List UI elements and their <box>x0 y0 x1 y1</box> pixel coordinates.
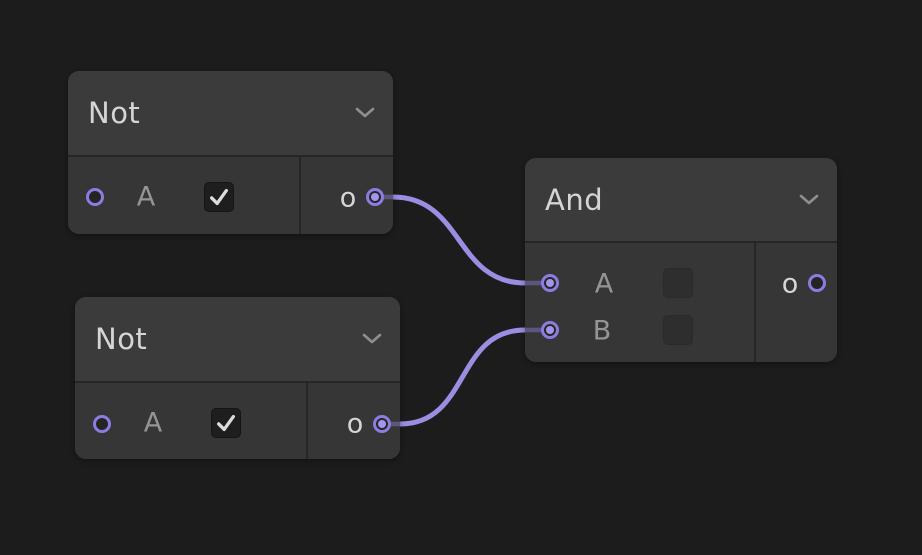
node-not-2[interactable]: Not A o <box>75 297 400 459</box>
port-and-output-o[interactable] <box>808 274 826 292</box>
port-not1-output-o[interactable] <box>366 188 384 206</box>
port-not2-output-o[interactable] <box>373 415 391 433</box>
output-label-o: o <box>339 182 357 214</box>
node-not-2-body: A o <box>75 383 400 459</box>
node-not-1-body: A o <box>68 157 393 234</box>
port-and-input-b[interactable] <box>541 321 559 339</box>
checkbox-input-a[interactable] <box>204 182 234 212</box>
port-and-input-a[interactable] <box>541 274 559 292</box>
node-not-2-header[interactable]: Not <box>75 297 400 383</box>
node-and-1-header[interactable]: And <box>525 158 837 243</box>
output-label-o: o <box>346 408 364 440</box>
port-not2-input-a[interactable] <box>93 415 111 433</box>
body-divider <box>306 383 308 459</box>
node-not-1-header[interactable]: Not <box>68 71 393 157</box>
wire-not2-to-andB[interactable] <box>397 327 528 427</box>
node-not-1[interactable]: Not A o <box>68 71 393 234</box>
checkmark-icon <box>210 188 228 206</box>
input-label-a: A <box>143 407 163 439</box>
chevron-down-icon[interactable] <box>355 107 375 119</box>
body-divider <box>754 243 756 362</box>
port-not1-input-a[interactable] <box>86 188 104 206</box>
body-divider <box>299 157 301 234</box>
checkbox-input-b-disabled <box>663 315 693 345</box>
input-label-b: B <box>592 315 612 347</box>
input-label-a: A <box>136 181 156 213</box>
node-and-1-body: A B o <box>525 243 837 362</box>
node-title: Not <box>95 322 148 356</box>
chevron-down-icon[interactable] <box>362 333 382 345</box>
input-label-a: A <box>594 268 614 300</box>
checkbox-input-a[interactable] <box>211 408 241 438</box>
node-title: And <box>545 182 604 217</box>
checkbox-input-a-disabled <box>663 268 693 298</box>
chevron-down-icon[interactable] <box>799 194 819 206</box>
output-label-o: o <box>781 268 799 300</box>
node-title: Not <box>88 96 141 130</box>
wire-not1-to-andA[interactable] <box>390 194 528 286</box>
checkmark-icon <box>217 414 235 432</box>
node-and-1[interactable]: And A B o <box>525 158 837 362</box>
